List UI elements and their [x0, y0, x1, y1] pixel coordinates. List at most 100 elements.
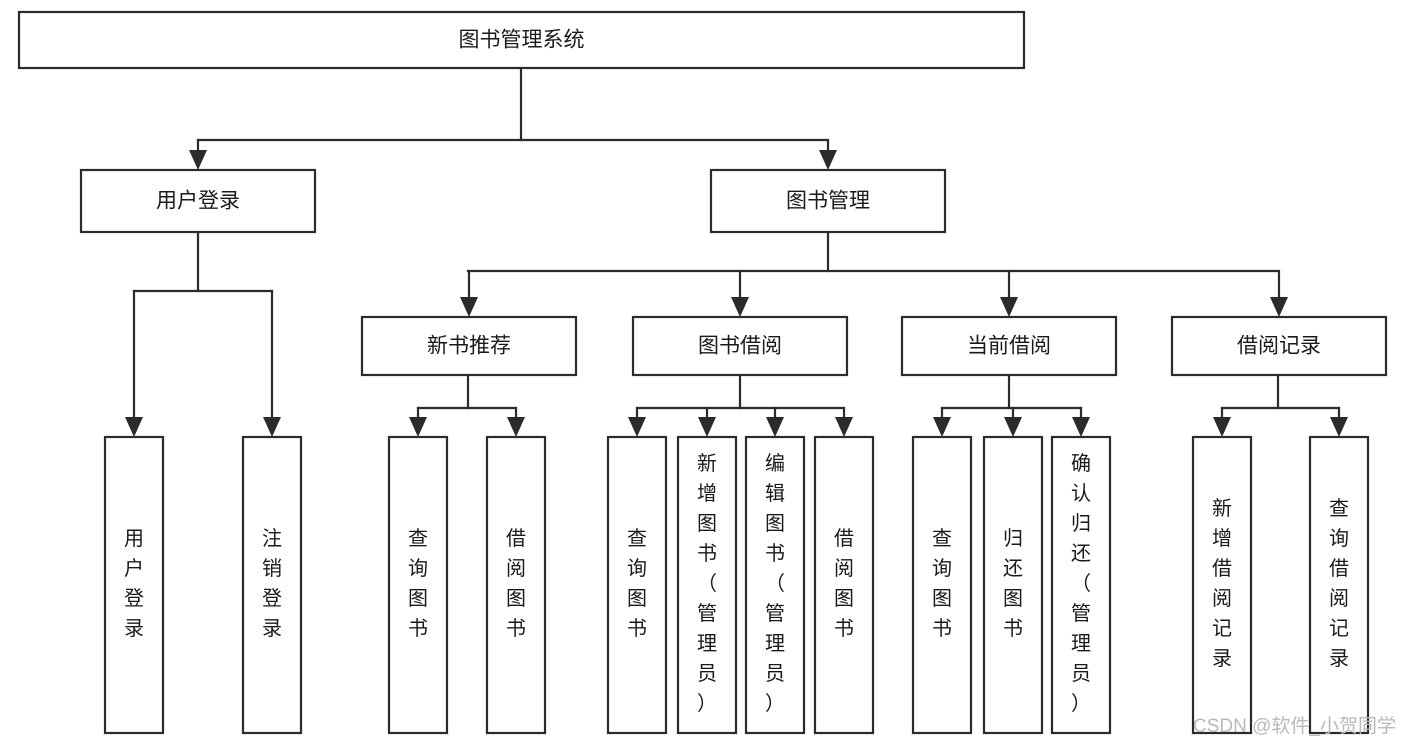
connector-current-borrow-to-leaf-query-book-3	[933, 406, 951, 437]
node-box[interactable]	[606, 435, 668, 735]
arrow-head-icon	[731, 297, 749, 317]
node-user-login[interactable]: 用户登录	[79, 168, 317, 234]
connector-book-borrow-to-leaf-edit-book	[766, 406, 784, 437]
node-leaf-query-book-1[interactable]: 查询图书	[387, 435, 449, 735]
node-box[interactable]	[676, 435, 738, 735]
node-leaf-logout[interactable]: 注销登录	[241, 435, 303, 735]
connector-current-borrow-to-leaf-confirm-return	[1072, 406, 1090, 437]
node-label: 注销登录	[262, 527, 282, 640]
node-leaf-edit-book[interactable]: 编辑图书（管理员）	[744, 435, 806, 735]
node-current-borrow[interactable]: 当前借阅	[900, 315, 1118, 377]
node-label: 新增借阅记录	[1212, 497, 1232, 670]
node-label: 当前借阅	[967, 335, 1051, 358]
node-root[interactable]: 图书管理系统	[17, 10, 1026, 70]
connector-bus-current-borrow	[940, 373, 1083, 410]
node-box[interactable]	[900, 315, 1118, 377]
connector-bus-book-manage	[466, 230, 1280, 273]
node-box[interactable]	[79, 168, 317, 234]
connector-book-manage-to-current-borrow	[1000, 269, 1018, 317]
connector-bus-user-login	[132, 230, 274, 293]
node-leaf-add-record[interactable]: 新增借阅记录	[1191, 435, 1253, 735]
node-box[interactable]	[103, 435, 165, 735]
connector-layer	[125, 66, 1348, 437]
arrow-head-icon	[507, 417, 525, 437]
connector-book-manage-to-book-borrow	[731, 269, 749, 317]
connector-root-to-book-manage	[819, 138, 837, 170]
node-label: 用户登录	[156, 190, 240, 213]
node-label: 确认归还（管理员）	[1071, 452, 1091, 715]
node-book-borrow[interactable]: 图书借阅	[631, 315, 849, 377]
node-borrow-record[interactable]: 借阅记录	[1170, 315, 1388, 377]
node-label: 用户登录	[124, 528, 144, 640]
node-leaf-user-login[interactable]: 用户登录	[103, 435, 165, 735]
node-box[interactable]	[982, 435, 1044, 735]
node-label: 图书借阅	[698, 335, 782, 358]
arrow-head-icon	[1072, 417, 1090, 437]
node-box[interactable]	[1170, 315, 1388, 377]
connector-borrow-record-to-leaf-query-record	[1330, 406, 1348, 437]
node-label: 图书管理	[786, 190, 870, 213]
arrow-head-icon	[698, 417, 716, 437]
node-label: 归还图书	[1003, 527, 1023, 640]
connector-user-login-to-leaf-user-login	[125, 289, 143, 437]
node-label: 编辑图书（管理员）	[765, 452, 785, 715]
node-leaf-query-book-2[interactable]: 查询图书	[606, 435, 668, 735]
connector-current-borrow-to-leaf-return-book	[1004, 406, 1022, 437]
connector-book-borrow-to-leaf-add-book	[698, 406, 716, 437]
node-box[interactable]	[1050, 435, 1112, 735]
arrow-head-icon	[628, 417, 646, 437]
arrow-head-icon	[125, 417, 143, 437]
node-label: 新增图书（管理员）	[697, 452, 717, 715]
arrow-head-icon	[819, 150, 837, 170]
csdn-watermark: CSDN @软件_小贺同学	[1193, 715, 1396, 737]
node-leaf-return-book[interactable]: 归还图书	[982, 435, 1044, 735]
node-box[interactable]	[631, 315, 849, 377]
node-box[interactable]	[17, 10, 1026, 70]
node-box[interactable]	[360, 315, 578, 377]
arrow-head-icon	[189, 150, 207, 170]
connector-bus-new-book	[416, 373, 518, 410]
arrow-head-icon	[263, 417, 281, 437]
node-leaf-confirm-return[interactable]: 确认归还（管理员）	[1050, 435, 1112, 735]
node-box[interactable]	[1308, 435, 1370, 735]
node-new-book-recommend[interactable]: 新书推荐	[360, 315, 578, 377]
node-box[interactable]	[709, 168, 947, 234]
node-box[interactable]	[387, 435, 449, 735]
node-label: 查询图书	[932, 527, 952, 640]
node-leaf-query-book-3[interactable]: 查询图书	[911, 435, 973, 735]
node-label: 查询借阅记录	[1329, 497, 1349, 670]
arrow-head-icon	[766, 417, 784, 437]
node-leaf-borrow-book-2[interactable]: 借阅图书	[813, 435, 875, 735]
connector-bus-borrow-record	[1220, 373, 1341, 410]
arrow-head-icon	[1000, 297, 1018, 317]
node-label: 借阅图书	[506, 527, 526, 640]
arrow-head-icon	[409, 417, 427, 437]
connector-new-book-recommend-to-leaf-query-book-1	[409, 406, 427, 437]
node-box[interactable]	[485, 435, 547, 735]
arrow-head-icon	[835, 417, 853, 437]
connector-borrow-record-to-leaf-add-record	[1213, 406, 1231, 437]
arrow-head-icon	[1213, 417, 1231, 437]
node-leaf-add-book[interactable]: 新增图书（管理员）	[676, 435, 738, 735]
connector-book-manage-to-borrow-record	[1270, 269, 1288, 317]
node-label: 借阅记录	[1237, 335, 1321, 358]
node-box[interactable]	[744, 435, 806, 735]
node-leaf-query-record[interactable]: 查询借阅记录	[1308, 435, 1370, 735]
node-box[interactable]	[1191, 435, 1253, 735]
node-box[interactable]	[813, 435, 875, 735]
arrow-head-icon	[1004, 417, 1022, 437]
node-box[interactable]	[241, 435, 303, 735]
node-box[interactable]	[911, 435, 973, 735]
node-leaf-borrow-book-1[interactable]: 借阅图书	[485, 435, 547, 735]
connector-user-login-to-leaf-logout	[263, 289, 281, 437]
arrow-head-icon	[1270, 297, 1288, 317]
connector-bus-book-borrow	[635, 373, 846, 410]
node-label: 图书管理系统	[459, 29, 585, 52]
arrow-head-icon	[933, 417, 951, 437]
connector-root-to-user-login	[189, 138, 207, 170]
node-label: 借阅图书	[834, 527, 854, 640]
connector-book-borrow-to-leaf-query-book-2	[628, 406, 646, 437]
node-book-manage[interactable]: 图书管理	[709, 168, 947, 234]
